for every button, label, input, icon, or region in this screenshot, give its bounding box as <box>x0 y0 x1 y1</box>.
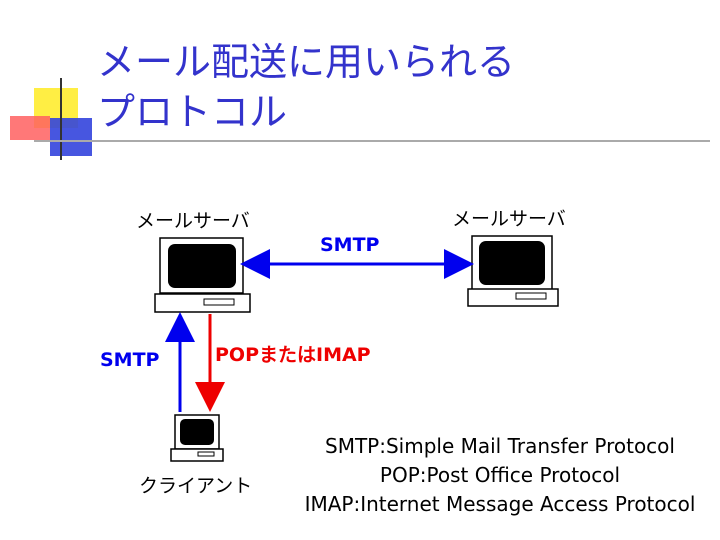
smtp-client-link-label: SMTP <box>100 349 160 371</box>
client-computer-icon <box>170 414 224 462</box>
right-server-computer-icon <box>467 235 559 307</box>
definition-pop: POP:Post Office Protocol <box>379 463 621 487</box>
pop-imap-link-label: POPまたはIMAP <box>215 344 371 366</box>
definition-imap: IMAP:Internet Message Access Protocol <box>304 492 696 516</box>
protocol-definitions: SMTP:Simple Mail Transfer Protocol POP:P… <box>280 432 720 519</box>
right-server-label: メールサーバ <box>452 208 566 230</box>
left-server-label: メールサーバ <box>136 210 250 232</box>
decoration-blue-block <box>50 118 92 156</box>
page-title-line2: プロトコル <box>97 90 288 134</box>
title-underline <box>34 140 710 142</box>
left-server-computer-icon <box>154 237 251 313</box>
decoration-vertical-line <box>60 78 62 160</box>
client-label: クライアント <box>139 475 253 497</box>
definition-smtp: SMTP:Simple Mail Transfer Protocol <box>325 434 675 458</box>
page-title-line1: メール配送に用いられる <box>97 40 516 84</box>
decoration-red-block <box>10 116 50 140</box>
